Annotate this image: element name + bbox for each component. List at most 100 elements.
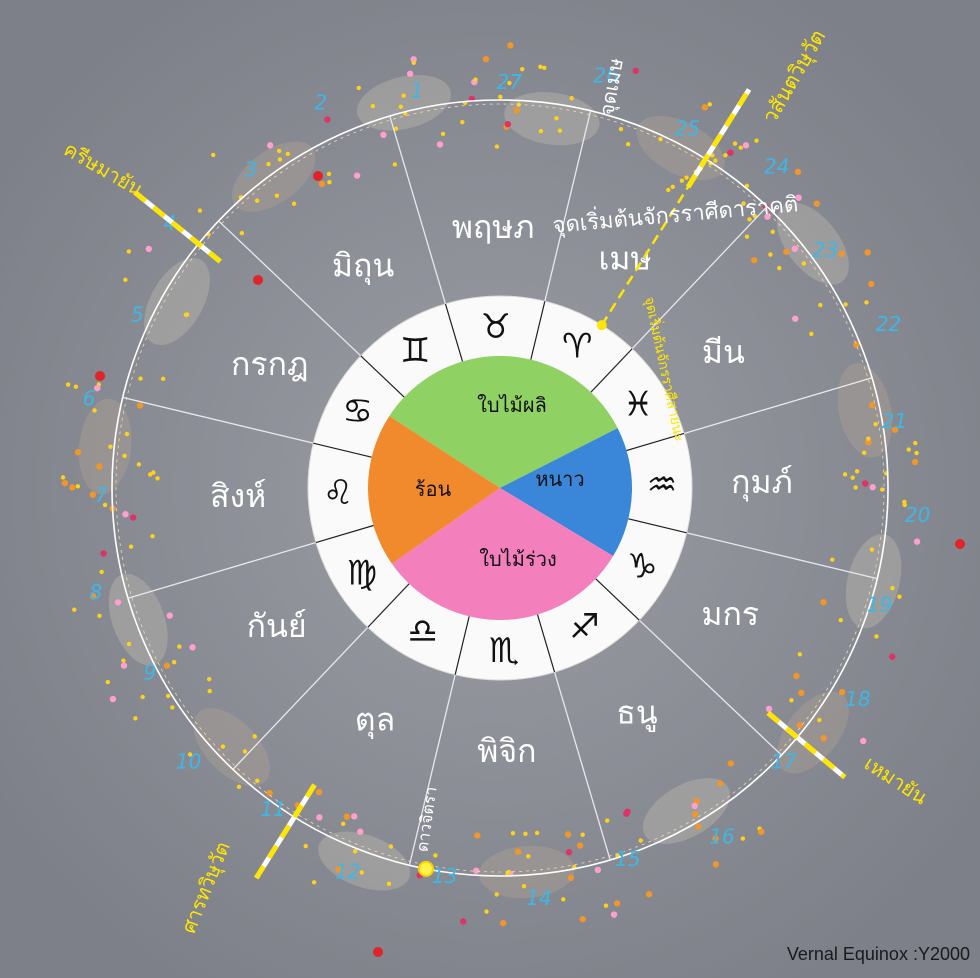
star-dot bbox=[237, 785, 241, 789]
nakshatra-number: 3 bbox=[244, 157, 257, 181]
star-dot bbox=[914, 538, 920, 544]
star-dot bbox=[150, 534, 154, 538]
zodiac-glyph: ♑ bbox=[627, 546, 657, 586]
star-dot bbox=[62, 480, 68, 486]
star-dot bbox=[561, 897, 565, 901]
star-dot bbox=[211, 153, 215, 157]
star-dot bbox=[267, 142, 273, 148]
star-dot bbox=[798, 690, 804, 696]
star-dot bbox=[133, 716, 137, 720]
star-dot bbox=[646, 891, 652, 897]
star-dot bbox=[167, 612, 173, 618]
zodiac-glyph: ♐ bbox=[569, 607, 599, 647]
nakshatra-number: 16 bbox=[709, 824, 734, 848]
red-star bbox=[955, 539, 965, 549]
star-dot bbox=[106, 680, 110, 684]
star-dot bbox=[868, 281, 874, 287]
star-dot bbox=[843, 472, 847, 476]
star-dot bbox=[793, 673, 799, 679]
star-dot bbox=[723, 153, 727, 157]
zodiac-sign-name: กันย์ bbox=[247, 607, 307, 645]
star-dot bbox=[626, 142, 630, 146]
star-dot bbox=[777, 266, 781, 270]
star-dot bbox=[121, 658, 125, 662]
star-dot bbox=[166, 694, 170, 698]
star-dot bbox=[855, 469, 859, 473]
star-dot bbox=[680, 178, 684, 182]
star-dot bbox=[526, 854, 530, 858]
star-dot bbox=[566, 849, 572, 855]
star-dot bbox=[170, 705, 174, 709]
star-dot bbox=[138, 376, 142, 380]
credit-label: Vernal Equinox :Y2000 bbox=[787, 944, 970, 964]
zodiac-glyph: ♋ bbox=[342, 392, 372, 432]
star-dot bbox=[568, 875, 574, 881]
star-dot bbox=[614, 900, 620, 906]
star-dot bbox=[437, 141, 443, 147]
star-dot bbox=[495, 144, 499, 148]
star-dot bbox=[853, 342, 859, 348]
star-dot bbox=[713, 158, 717, 162]
star-dot bbox=[874, 634, 878, 638]
star-dot bbox=[798, 652, 802, 656]
zodiac-sign-name: ตุล bbox=[355, 700, 395, 739]
star-dot bbox=[164, 663, 170, 669]
star-dot bbox=[255, 779, 259, 783]
nakshatra-number: 1 bbox=[411, 79, 424, 103]
star-dot bbox=[507, 42, 513, 48]
star-dot bbox=[255, 199, 259, 203]
star-dot bbox=[351, 813, 357, 819]
nakshatra-number: 20 bbox=[905, 503, 930, 527]
season-spring-label: ใบไม้ผลิ bbox=[477, 393, 547, 417]
zodiac-glyph: ♓ bbox=[623, 384, 653, 424]
star-dot bbox=[266, 162, 270, 166]
zodiac-glyph: ♉ bbox=[481, 307, 511, 347]
star-dot bbox=[137, 462, 141, 466]
star-dot bbox=[155, 476, 159, 480]
star-dot bbox=[692, 811, 698, 817]
star-dot bbox=[66, 382, 70, 386]
season-autumn-label: ใบไม้ร่วง bbox=[479, 547, 556, 571]
zodiac-sign-name: พฤษภ bbox=[452, 208, 535, 246]
star-dot bbox=[253, 734, 257, 738]
star-dot bbox=[792, 246, 798, 252]
star-dot bbox=[862, 450, 866, 454]
zodiac-sign-name: ธนู bbox=[616, 693, 658, 732]
star-dot bbox=[74, 385, 78, 389]
tropical-start-point bbox=[597, 320, 607, 330]
star-dot bbox=[316, 814, 322, 820]
star-dot bbox=[498, 95, 502, 99]
star-dot bbox=[743, 142, 749, 148]
red-star bbox=[313, 171, 323, 181]
star-dot bbox=[839, 251, 845, 257]
star-dot bbox=[570, 96, 574, 100]
star-dot bbox=[412, 61, 416, 65]
star-dot bbox=[862, 480, 868, 486]
season-winter-label: หนาว bbox=[535, 467, 584, 491]
star-dot bbox=[515, 848, 521, 854]
zodiac-sign-name: มกร bbox=[701, 595, 759, 633]
star-dot bbox=[407, 71, 413, 77]
star-dot bbox=[393, 162, 397, 166]
star-dot bbox=[860, 738, 866, 744]
star-dot bbox=[817, 718, 821, 722]
star-dot bbox=[357, 829, 363, 835]
nakshatra-number: 23 bbox=[813, 238, 838, 262]
star-dot bbox=[286, 152, 290, 156]
star-dot bbox=[789, 698, 793, 702]
star-dot bbox=[327, 180, 331, 184]
nakshatra-number: 17 bbox=[771, 749, 797, 773]
star-dot bbox=[96, 463, 102, 469]
star-dot bbox=[122, 454, 126, 458]
star-dot bbox=[97, 614, 101, 618]
zodiac-sign-name: มิถุน bbox=[332, 247, 394, 286]
star-dot bbox=[912, 459, 918, 465]
star-dot bbox=[441, 132, 445, 136]
star-dot bbox=[137, 402, 143, 408]
nakshatra-number: 5 bbox=[131, 302, 144, 326]
star-dot bbox=[580, 833, 584, 837]
star-dot bbox=[115, 599, 121, 605]
nakshatra-number: 7 bbox=[95, 483, 108, 507]
star-dot bbox=[558, 128, 562, 132]
